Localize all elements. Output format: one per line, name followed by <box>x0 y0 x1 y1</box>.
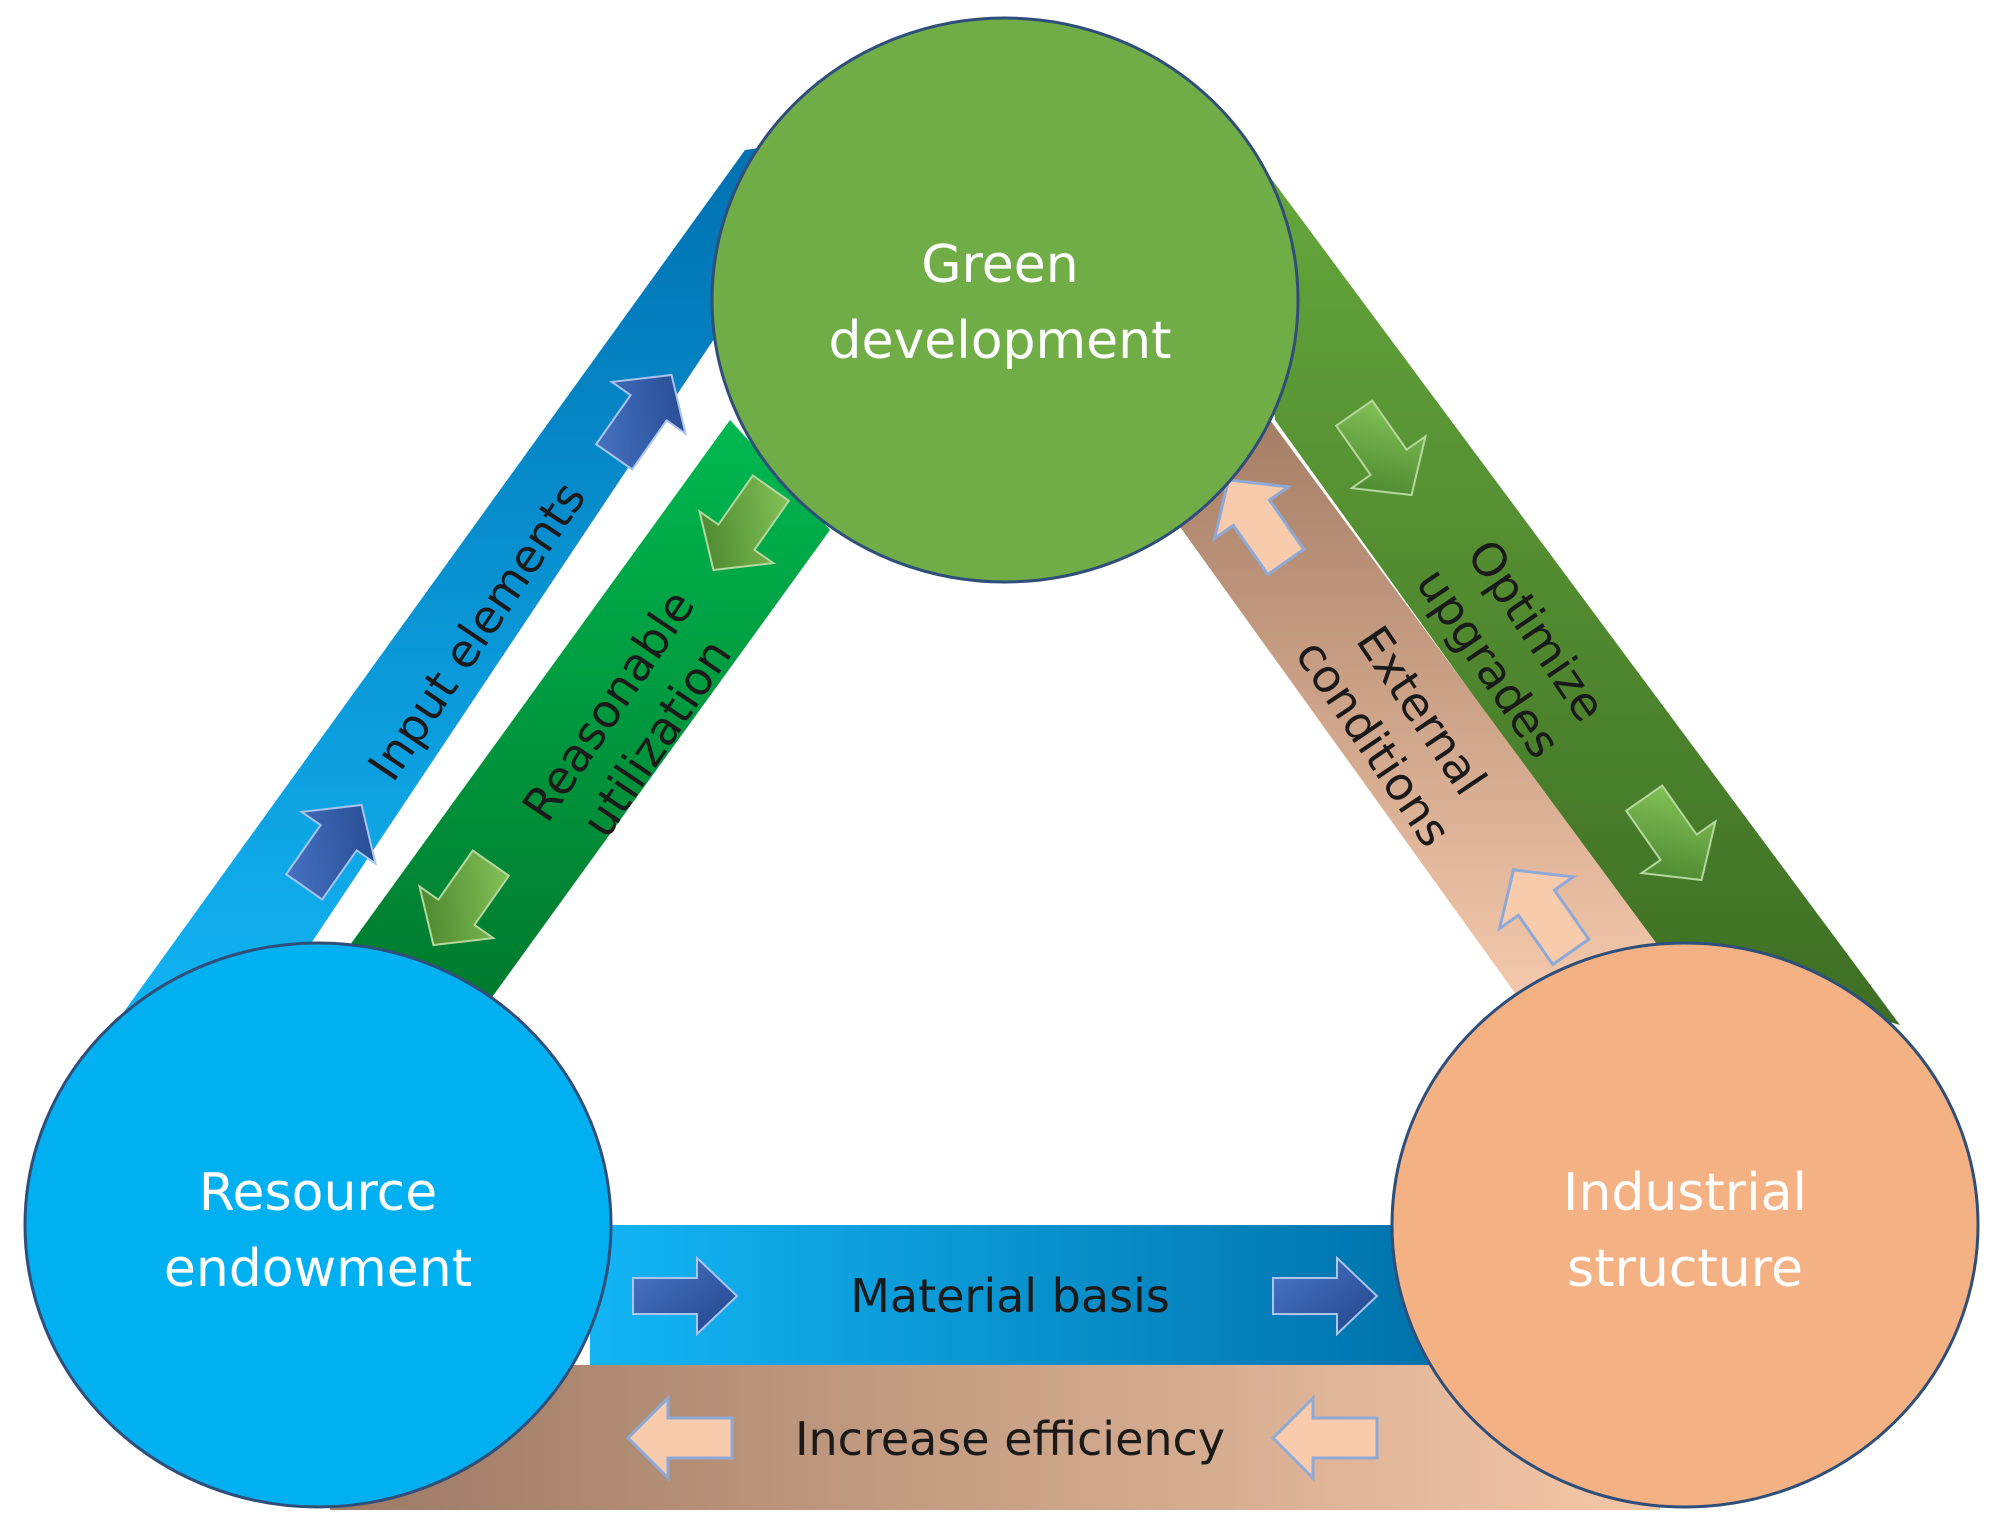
arrow-down-left-icon <box>417 849 511 947</box>
svg-text:endowment: endowment <box>164 1239 472 1299</box>
svg-text:Industrial: Industrial <box>1563 1163 1807 1223</box>
external-conditions-band <box>1175 420 1665 1000</box>
arrow-up-left-icon <box>1497 868 1591 967</box>
arrow-left-icon <box>625 1394 734 1482</box>
svg-text:structure: structure <box>1567 1239 1803 1299</box>
svg-text:Resource: Resource <box>199 1163 437 1223</box>
arrow-down-left-icon <box>697 474 791 572</box>
svg-text:development: development <box>828 311 1171 371</box>
arrow-up-right-icon <box>594 373 688 471</box>
input-elements-band <box>100 135 850 1045</box>
industrial-structure-node: Industrial structure <box>1390 941 1980 1509</box>
material-basis-label: Material basis <box>850 1269 1170 1323</box>
optimize-upgrades-band <box>1250 150 1900 1025</box>
increase-efficiency-label: Increase efficiency <box>795 1412 1225 1466</box>
arrow-down-right-icon <box>1624 784 1718 882</box>
arrow-left-icon <box>1270 1394 1379 1482</box>
svg-text:Green: Green <box>921 235 1078 295</box>
arrow-up-left-icon <box>1212 478 1306 577</box>
arrow-up-right-icon <box>284 803 378 901</box>
resource-endowment-node: Resource endowment <box>23 941 613 1509</box>
green-development-node: Green development <box>710 16 1300 584</box>
arrow-down-right-icon <box>1334 399 1428 497</box>
arrow-right-icon <box>1272 1255 1379 1337</box>
arrow-right-icon <box>632 1255 739 1337</box>
